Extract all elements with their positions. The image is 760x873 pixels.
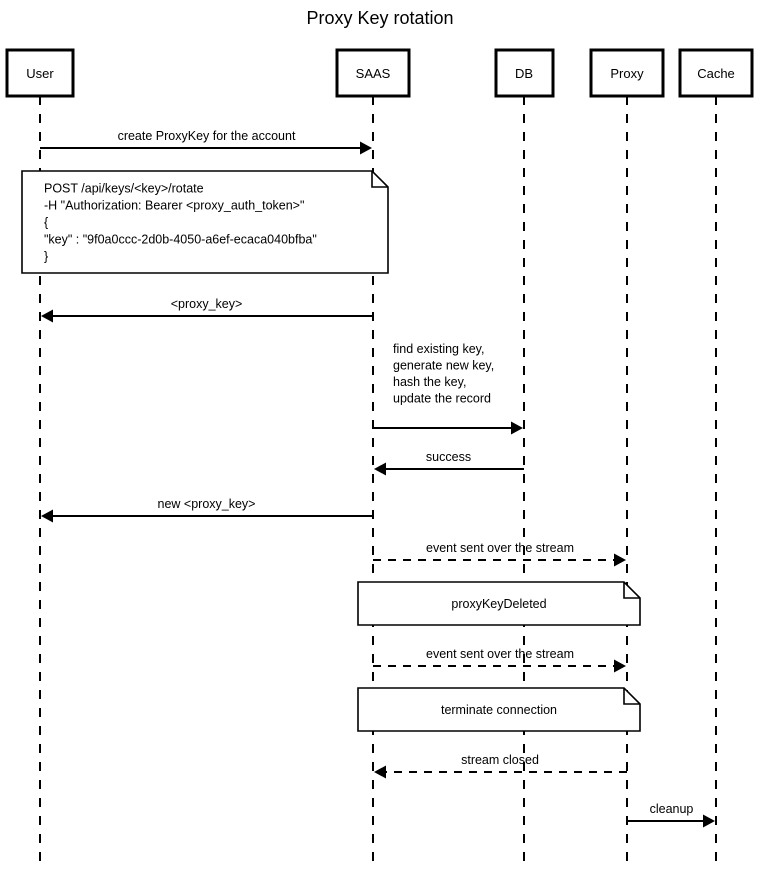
note-post-request-line-3: "key" : "9f0a0ccc-2d0b-4050-a6ef-ecaca04… — [44, 233, 317, 247]
selfnote-saas-processing: find existing key, generate new key, hash … — [393, 342, 494, 406]
note-terminate-connection[interactable]: terminate connection — [357, 687, 641, 732]
message-label-m2: <proxy_key> — [171, 297, 243, 311]
arrowhead-icon-m4 — [374, 462, 386, 476]
note-post-request-fold-corner-icon — [371, 171, 388, 188]
arrowhead-icon-m1 — [360, 141, 372, 155]
message-m7[interactable]: event sent over the stream — [373, 647, 626, 673]
message-label-m6: event sent over the stream — [426, 541, 574, 555]
message-label-m5: new <proxy_key> — [158, 497, 256, 511]
note-proxykeydeleted-fold-corner-icon — [623, 582, 640, 599]
message-m6[interactable]: event sent over the stream — [373, 541, 626, 567]
note-post-request-line-0: POST /api/keys/<key>/rotate — [44, 182, 204, 196]
arrowhead-icon-m5 — [41, 509, 53, 523]
message-label-m1: create ProxyKey for the account — [118, 129, 296, 143]
notes-group: POST /api/keys/<key>/rotate -H "Authoriza… — [21, 170, 641, 732]
participant-proxy[interactable]: Proxy — [589, 48, 665, 98]
page-title: Proxy Key rotation — [306, 8, 453, 28]
message-label-m9: cleanup — [650, 802, 694, 816]
note-proxykeydeleted-line-0: proxyKeyDeleted — [451, 597, 546, 611]
message-m4[interactable]: success — [374, 450, 524, 476]
arrowhead-icon-m9 — [703, 814, 715, 828]
note-terminate-connection-line-0: terminate connection — [441, 703, 557, 717]
participant-saas[interactable]: SAAS — [335, 48, 411, 98]
self-notes-group: find existing key, generate new key, hash … — [393, 342, 494, 406]
participant-label-db: DB — [515, 66, 533, 81]
arrowhead-icon-m6 — [614, 553, 626, 567]
participant-box-proxy — [589, 48, 665, 98]
note-post-request-line-2: { — [44, 216, 48, 230]
note-proxykeydeleted[interactable]: proxyKeyDeleted — [357, 581, 641, 626]
selfnote-saas-processing-line-2: hash the key, — [393, 375, 466, 389]
arrowhead-icon-m3 — [511, 421, 523, 435]
participant-box-saas — [335, 48, 411, 98]
participant-user[interactable]: User — [5, 48, 75, 98]
note-proxykeydeleted-body — [357, 581, 641, 626]
participant-label-cache: Cache — [697, 66, 735, 81]
note-terminate-connection-body — [357, 687, 641, 732]
note-post-request-line-1: -H "Authorization: Bearer <proxy_auth_to… — [44, 199, 304, 213]
message-label-m7: event sent over the stream — [426, 647, 574, 661]
participant-box-user — [5, 48, 75, 98]
message-m5[interactable]: new <proxy_key> — [41, 497, 373, 523]
message-m3[interactable] — [373, 421, 523, 435]
participant-box-cache — [678, 48, 754, 98]
message-m9[interactable]: cleanup — [627, 802, 715, 828]
arrowhead-icon-m2 — [41, 309, 53, 323]
messages-group: create ProxyKey for the account <proxy_ke… — [40, 129, 715, 828]
note-post-request[interactable]: POST /api/keys/<key>/rotate -H "Authoriza… — [21, 170, 389, 274]
message-label-m4: success — [426, 450, 471, 464]
participant-cache[interactable]: Cache — [678, 48, 754, 98]
participant-label-saas: SAAS — [356, 66, 391, 81]
message-label-m8: stream closed — [461, 753, 539, 767]
participant-box-db — [494, 48, 555, 98]
note-post-request-body — [21, 170, 389, 274]
selfnote-saas-processing-line-0: find existing key, — [393, 342, 484, 356]
note-post-request-line-4: } — [44, 250, 48, 264]
participant-label-proxy: Proxy — [610, 66, 644, 81]
participant-db[interactable]: DB — [494, 48, 555, 98]
participant-label-user: User — [26, 66, 54, 81]
arrowhead-icon-m8 — [374, 765, 386, 779]
arrowhead-icon-m7 — [614, 659, 626, 673]
note-terminate-connection-fold-corner-icon — [623, 688, 640, 705]
message-m2[interactable]: <proxy_key> — [41, 297, 373, 323]
message-m8[interactable]: stream closed — [374, 753, 627, 779]
selfnote-saas-processing-line-1: generate new key, — [393, 359, 494, 373]
selfnote-saas-processing-line-3: update the record — [393, 392, 491, 406]
message-m1[interactable]: create ProxyKey for the account — [40, 129, 372, 155]
participants-group: User SAAS DB Proxy Cache — [5, 48, 754, 98]
